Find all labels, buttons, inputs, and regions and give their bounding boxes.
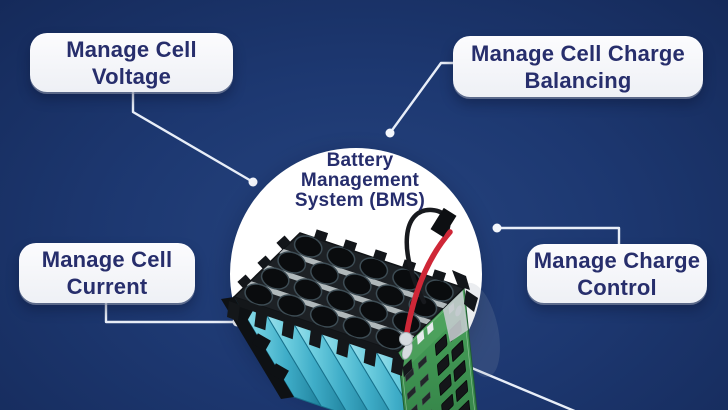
center-title-line-3: System (BMS) [294, 190, 426, 211]
label-manage-cell-voltage: Manage Cell Voltage [30, 33, 233, 92]
center-title: Battery Management System (BMS) [250, 151, 470, 211]
label-line: Balancing [524, 67, 632, 93]
label-line: Manage Charge [533, 247, 701, 273]
label-manage-cell-charge-balancing: Manage Cell Charge Balancing [453, 36, 703, 97]
connector-dot-charge-balancing [385, 128, 395, 138]
connector-line-charge-balancing [388, 61, 458, 135]
connector-dot-bottom [462, 361, 472, 371]
label-line: Current [66, 274, 148, 299]
label-manage-cell-current: Manage Cell Current [19, 243, 195, 303]
label-line: Manage Cell [41, 247, 173, 272]
label-line: Control [577, 274, 657, 300]
label-line: Manage Cell Charge [471, 40, 685, 66]
label-line: Manage Cell [66, 36, 197, 62]
connector-line-cell-voltage [131, 90, 255, 184]
center-title-line-1: Battery [326, 150, 394, 171]
label-line: Voltage [91, 63, 172, 89]
label-manage-charge-control: Manage Charge Control [527, 244, 707, 303]
connector-line-bottom [465, 364, 576, 410]
center-title-line-2: Management [300, 170, 420, 191]
connector-line-cell-current [104, 301, 239, 324]
connector-dot-charge-control [492, 223, 502, 233]
connector-line-charge-control [495, 226, 621, 246]
